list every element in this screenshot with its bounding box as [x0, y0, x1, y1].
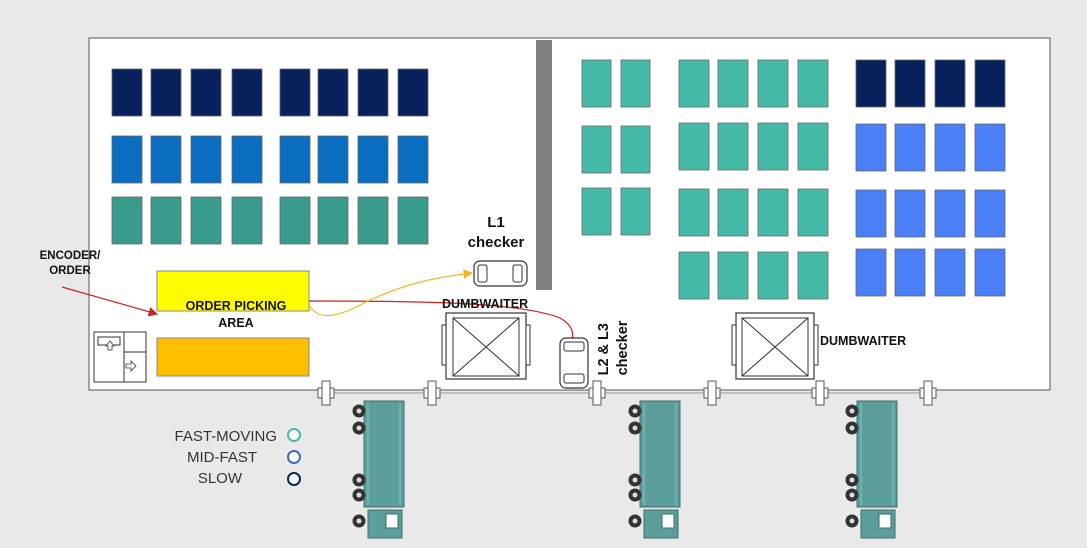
- storage-racks: [111, 59, 1006, 300]
- trucks: [352, 400, 898, 539]
- rack-mid-fast: [934, 123, 966, 172]
- rack-fast-moving: [757, 188, 789, 237]
- rack-fast-moving: [620, 125, 651, 174]
- rack-mid-fast: [150, 135, 182, 184]
- rack-mid-fast: [974, 123, 1006, 172]
- rack-fast-moving: [717, 59, 749, 108]
- rack-mid-fast: [111, 135, 143, 184]
- rack-mid-fast: [894, 248, 926, 297]
- rack-fast-moving: [357, 196, 389, 245]
- legend-markers: [287, 428, 301, 486]
- rack-fast-moving: [317, 196, 349, 245]
- truck-icon: [845, 400, 898, 539]
- rack-fast-moving: [797, 59, 829, 108]
- rack-fast-moving: [581, 59, 612, 108]
- rack-slow: [279, 68, 311, 117]
- order-picking-area-label: ORDER PICKING AREA: [185, 299, 287, 330]
- rack-fast-moving: [620, 59, 651, 108]
- rack-fast-moving: [279, 196, 311, 245]
- rack-slow: [150, 68, 182, 117]
- dock-post-icon: [423, 380, 441, 406]
- rack-fast-moving: [150, 196, 182, 245]
- dock-post-icon: [317, 380, 335, 406]
- l2-l3-checker-cart: [559, 337, 589, 389]
- rack-fast-moving: [717, 251, 749, 300]
- dumbwaiter-left-label: DUMBWAITER: [442, 297, 529, 311]
- legend-circle-icon: [287, 428, 301, 442]
- rack-slow: [934, 59, 966, 108]
- rack-mid-fast: [934, 248, 966, 297]
- order-picking-area: [156, 270, 310, 312]
- rack-mid-fast: [974, 189, 1006, 238]
- rack-mid-fast: [317, 135, 349, 184]
- rack-fast-moving: [190, 196, 222, 245]
- rack-slow: [397, 68, 429, 117]
- l1-checker-cart: [473, 260, 528, 287]
- truck-icon: [628, 400, 681, 539]
- dock-post-icon: [811, 380, 829, 406]
- dock-posts: [317, 380, 937, 406]
- red-flow-line: [308, 300, 574, 342]
- rack-mid-fast: [190, 135, 222, 184]
- rack-mid-fast: [397, 135, 429, 184]
- dumbwaiter-right-icon: [731, 312, 819, 380]
- rack-slow: [231, 68, 263, 117]
- rack-slow: [111, 68, 143, 117]
- rack-mid-fast: [855, 123, 887, 172]
- rack-fast-moving: [797, 122, 829, 171]
- dock-post-icon: [588, 380, 606, 406]
- rack-fast-moving: [678, 59, 710, 108]
- rack-fast-moving: [231, 196, 263, 245]
- rack-fast-moving: [757, 251, 789, 300]
- legend-circle-icon: [287, 472, 301, 486]
- rack-fast-moving: [397, 196, 429, 245]
- rack-mid-fast: [855, 248, 887, 297]
- rack-fast-moving: [678, 188, 710, 237]
- staging-area: [156, 337, 310, 377]
- rack-fast-moving: [757, 59, 789, 108]
- legend-mid-fast: MID-FAST: [187, 449, 257, 466]
- legend-fast-moving: FAST-MOVING: [174, 428, 277, 445]
- rack-mid-fast: [974, 248, 1006, 297]
- rack-fast-moving: [678, 251, 710, 300]
- l1-checker-label: L1 checker: [467, 214, 525, 251]
- dock-post-icon: [919, 380, 937, 406]
- rack-fast-moving: [797, 251, 829, 300]
- rack-mid-fast: [894, 123, 926, 172]
- encoder-arrow: [61, 286, 159, 317]
- legend-slow: SLOW: [197, 470, 242, 487]
- rack-fast-moving: [111, 196, 143, 245]
- l2-l3-checker-label: L2 & L3 checker: [596, 320, 631, 376]
- rack-slow: [894, 59, 926, 108]
- rack-mid-fast: [231, 135, 263, 184]
- rack-fast-moving: [678, 122, 710, 171]
- rack-slow: [855, 59, 887, 108]
- rack-slow: [317, 68, 349, 117]
- rack-fast-moving: [581, 187, 612, 236]
- encoder-order-label: ENCODER/ ORDER: [39, 250, 101, 277]
- rack-fast-moving: [581, 125, 612, 174]
- rack-fast-moving: [620, 187, 651, 236]
- dumbwaiter-left-icon: [441, 312, 531, 380]
- rack-mid-fast: [894, 189, 926, 238]
- rack-fast-moving: [797, 188, 829, 237]
- rack-fast-moving: [717, 188, 749, 237]
- rack-slow: [190, 68, 222, 117]
- rack-mid-fast: [357, 135, 389, 184]
- center-divider-wall: [536, 40, 552, 290]
- yellow-flow-line: [308, 269, 474, 317]
- rack-mid-fast: [855, 189, 887, 238]
- legend-circle-icon: [287, 450, 301, 464]
- dock-post-icon: [703, 380, 721, 406]
- rack-slow: [974, 59, 1006, 108]
- rack-mid-fast: [279, 135, 311, 184]
- truck-icon: [352, 400, 405, 539]
- dumbwaiter-right-label: DUMBWAITER: [820, 334, 907, 348]
- rack-slow: [357, 68, 389, 117]
- rack-fast-moving: [757, 122, 789, 171]
- rack-fast-moving: [717, 122, 749, 171]
- rack-mid-fast: [934, 189, 966, 238]
- encoder-workstation-icon: [93, 331, 147, 383]
